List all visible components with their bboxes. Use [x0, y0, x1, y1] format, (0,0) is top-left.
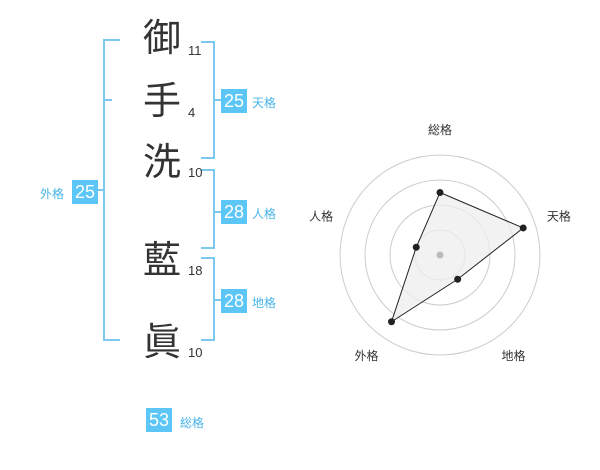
- radar-point-1: [436, 189, 444, 196]
- radar-center-dot: [436, 251, 444, 259]
- radar-axis-label-3: 地格: [501, 348, 525, 363]
- radar-point-3: [454, 275, 462, 283]
- chikaku-bracket: [201, 257, 215, 341]
- radar-points: [388, 189, 527, 326]
- radar-polygon: [390, 191, 525, 323]
- tenkaku-score: 25: [221, 89, 247, 113]
- name-char-1: 御: [142, 16, 181, 60]
- radar-ring-3: [364, 179, 516, 331]
- radar-axis-label-4: 外格: [355, 348, 379, 363]
- name-char-3: 洗: [142, 140, 181, 184]
- radar-axis-label-5: 人格: [309, 208, 333, 223]
- soukaku-score: 53: [146, 408, 172, 432]
- stroke-count-4: 18: [188, 263, 203, 278]
- name-char-5: 眞: [142, 320, 181, 364]
- radar-ring-4: [339, 154, 541, 356]
- jinkaku-score: 28: [221, 200, 247, 224]
- soukaku-label: 総格: [180, 416, 205, 430]
- stroke-count-1: 11: [188, 43, 202, 58]
- radar-point-4: [388, 318, 396, 326]
- stroke-count-3: 10: [188, 165, 203, 180]
- gaikaku-score: 25: [72, 180, 98, 204]
- jinkaku-label: 人格: [252, 207, 277, 221]
- name-char-2: 手: [142, 79, 181, 123]
- radar-axis-label-1: 総格: [428, 122, 452, 137]
- stroke-count-5: 10: [188, 345, 203, 360]
- radar-axis-label-2: 天格: [547, 208, 571, 223]
- gaikaku-label: 外格: [40, 187, 65, 201]
- gaikaku-bracket: [103, 39, 120, 341]
- chikaku-label: 地格: [252, 296, 277, 310]
- stroke-count-2: 4: [188, 105, 196, 120]
- tenkaku-label: 天格: [252, 96, 277, 110]
- radar-point-5: [412, 243, 420, 251]
- jinkaku-bracket: [201, 169, 215, 249]
- radar-point-2: [519, 224, 527, 232]
- tenkaku-bracket: [201, 41, 215, 159]
- name-char-4: 藍: [142, 238, 181, 282]
- chikaku-score: 28: [221, 289, 247, 313]
